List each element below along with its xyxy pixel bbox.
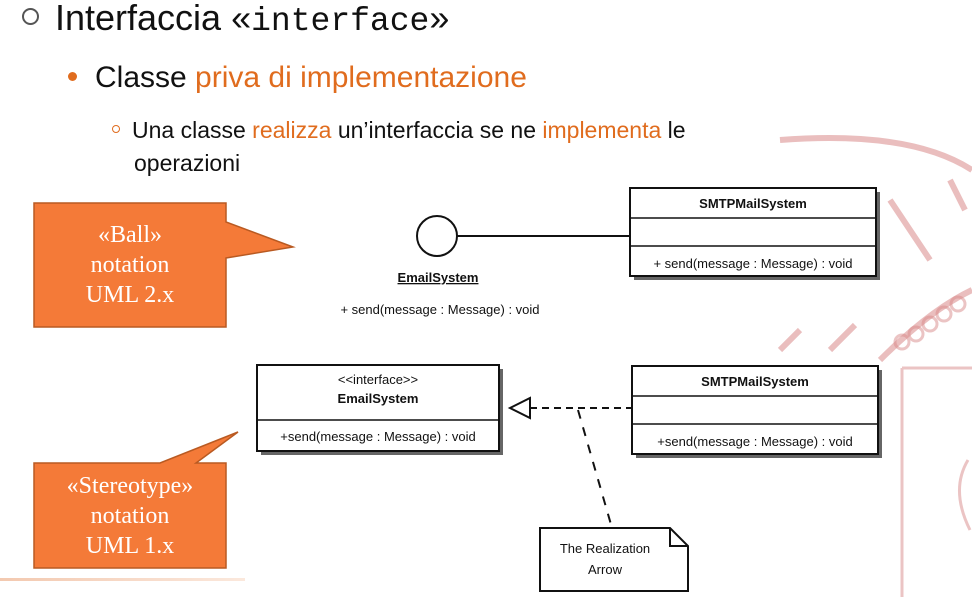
subheading-bullet: Classe priva di implementazione <box>68 60 527 96</box>
heading-mono: interface <box>251 3 430 40</box>
heading-prefix: Interfaccia « <box>55 0 252 38</box>
stereotype-class-name: SMTPMailSystem <box>701 374 809 389</box>
note-line-1: The Realization <box>560 541 650 556</box>
ball-class-box <box>629 187 877 277</box>
callout-stereotype-shape <box>33 431 239 569</box>
callout-stereotype-line-2: notation <box>90 503 170 529</box>
detail-line2: operazioni <box>134 150 241 176</box>
heading-bullet: Interfaccia «interface» <box>22 0 449 42</box>
ball-interface-icon <box>416 215 458 257</box>
stereotype-interface-name: EmailSystem <box>338 391 419 406</box>
callout-ball-line-3: UML 2.x <box>85 282 175 308</box>
hollow-bullet-icon <box>22 7 39 25</box>
callout-ball-line-2: notation <box>90 252 170 278</box>
note-fold-icon <box>669 528 688 547</box>
stereotype-class-op: +send(message : Message) : void <box>657 434 852 449</box>
bottom-divider <box>0 578 245 581</box>
stereotype-interface-box <box>256 364 500 452</box>
ball-interface-name: EmailSystem <box>398 270 479 285</box>
detail-part2: un’interfaccia se ne <box>331 117 543 143</box>
ball-class-name: SMTPMailSystem <box>699 196 807 211</box>
subheading-highlight: priva di implementazione <box>195 61 527 94</box>
university-seal-watermark <box>777 135 972 597</box>
callout-ball-shape <box>33 202 296 328</box>
dot-bullet-icon <box>68 71 77 81</box>
callout-stereotype-line-3: UML 1.x <box>85 533 175 559</box>
note-box <box>539 527 689 592</box>
subheading-prefix: Classe <box>95 61 196 94</box>
realization-arrowhead-icon <box>507 396 531 420</box>
stereotype-interface-op: +send(message : Message) : void <box>280 429 475 444</box>
callout-stereotype-text: «Stereotype» notation UML 1.x <box>34 471 226 561</box>
callout-ball-text: «Ball» notation UML 2.x <box>34 220 226 310</box>
detail-highlight-realizza: realizza <box>252 117 332 143</box>
detail-highlight-implementa: implementa <box>542 117 662 143</box>
ball-class-op: + send(message : Message) : void <box>653 256 852 271</box>
stereotype-label: <<interface>> <box>338 372 418 387</box>
detail-part3: le <box>661 117 686 143</box>
callout-ball-line-1: «Ball» <box>98 222 162 248</box>
ball-interface-op: + send(message : Message) : void <box>340 302 539 317</box>
detail-part1: Una classe <box>132 117 253 143</box>
note-line-2: Arrow <box>588 562 623 577</box>
stereotype-class-box <box>631 365 879 455</box>
heading-suffix: » <box>429 0 450 38</box>
callout-stereotype-line-1: «Stereotype» <box>66 473 194 499</box>
small-hollow-bullet-icon <box>112 124 120 133</box>
detail-bullet: Una classe realizza un’interfaccia se ne… <box>112 114 832 180</box>
note-dashed-pointer <box>577 409 613 529</box>
